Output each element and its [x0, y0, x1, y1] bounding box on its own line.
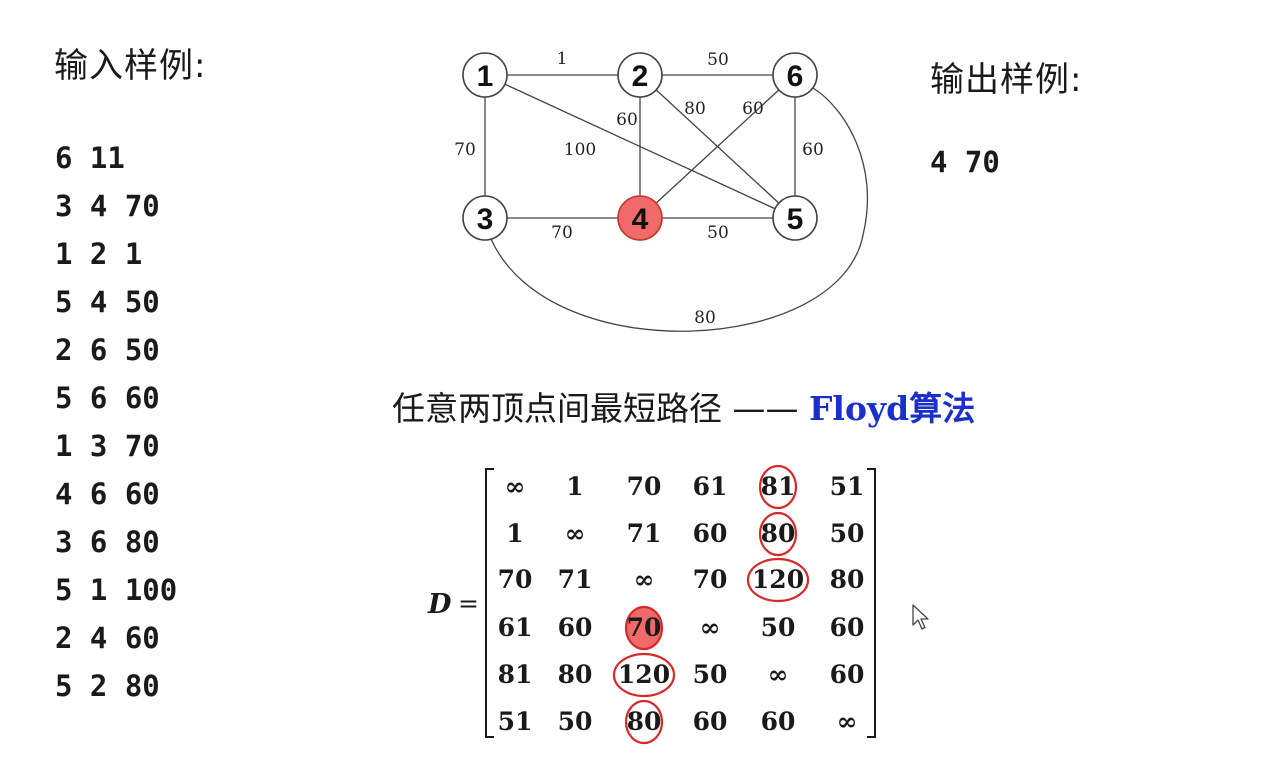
matrix-cell: ∞	[634, 565, 655, 594]
graph-node-6: 6	[772, 52, 818, 98]
graph-node-label: 4	[632, 203, 649, 236]
matrix-cell: ∞	[837, 707, 858, 736]
graph-edge-weight: 1	[557, 49, 568, 69]
matrix-cell: 60	[693, 519, 728, 548]
matrix-cell: 71	[627, 519, 662, 548]
matrix-cell: 60	[761, 707, 796, 736]
matrix-cell: 1	[566, 472, 583, 501]
graph-edge-weight: 60	[742, 99, 764, 119]
graph-edge-weight: 60	[616, 110, 638, 130]
floyd-algorithm-label: Floyd算法	[808, 389, 976, 428]
matrix-cell: 60	[558, 613, 593, 642]
matrix-cell: 71	[558, 565, 593, 594]
matrix-cell: 50	[830, 519, 865, 548]
graph-edge-weight: 50	[707, 50, 729, 70]
matrix-cell: ∞	[768, 660, 789, 689]
input-line: 2 6 50	[55, 333, 160, 367]
graph-node-circle	[462, 52, 508, 98]
matrix-cell: 60	[830, 613, 865, 642]
graph-node-label: 1	[477, 60, 494, 93]
matrix-cell: 120	[618, 660, 670, 689]
graph-edge	[639, 74, 796, 219]
graph-node-2: 2	[617, 52, 663, 98]
matrix-cell: 70	[627, 472, 662, 501]
matrix-cell: ∞	[505, 472, 526, 501]
matrix-cell: 81	[498, 660, 533, 689]
matrix-highlight-fill	[624, 605, 664, 651]
graph-node-label: 2	[632, 60, 649, 93]
matrix-right-bracket	[867, 468, 876, 738]
matrix-equals-sign: =	[458, 589, 479, 618]
matrix-cell: 120	[752, 565, 804, 594]
matrix-highlight-circle	[612, 652, 676, 698]
distance-matrix: D = ∞ 1 70 61 81 51 1 ∞ 71 60 80 50 70 71 ∞ 70 120 80 61 60…	[427, 464, 876, 745]
graph-node-4: 4	[617, 195, 663, 241]
matrix-cell: 80	[627, 707, 662, 736]
subtitle-text: 任意两顶点间最短路径 ——	[392, 389, 809, 428]
matrix-cell: 61	[498, 613, 533, 642]
matrix-highlight-circle	[758, 464, 798, 510]
matrix-highlight-circle	[746, 557, 810, 603]
graph-node-circle	[772, 195, 818, 241]
input-line: 5 6 60	[55, 381, 160, 415]
matrix-cell: 60	[830, 660, 865, 689]
matrix-cell: ∞	[700, 613, 721, 642]
floyd-subtitle: 任意两顶点间最短路径 —— Floyd算法	[392, 382, 975, 430]
matrix-cell: 51	[830, 472, 865, 501]
matrix-cell: 81	[761, 472, 796, 501]
graph-edge-weight: 60	[802, 140, 824, 160]
input-line: 4 6 60	[55, 477, 160, 511]
graph-node-label: 5	[787, 203, 804, 236]
matrix-name: D	[427, 589, 452, 620]
matrix-highlight-circle	[758, 511, 798, 557]
matrix-cell: 70	[693, 565, 728, 594]
graph-diagram: 1 50 70 100 60 80 60 60 70 50 80 1 2 6 3 4 5	[454, 49, 868, 332]
graph-edge	[490, 87, 868, 332]
graph-node-circle	[617, 195, 663, 241]
graph-node-circle	[772, 52, 818, 98]
graph-edge-weight: 80	[694, 308, 716, 328]
matrix-left-bracket	[485, 468, 494, 738]
input-line: 2 4 60	[55, 621, 160, 655]
matrix-cell: 50	[761, 613, 796, 642]
mouse-cursor-icon	[912, 604, 929, 630]
matrix-cell: 50	[558, 707, 593, 736]
input-line: 1 3 70	[55, 429, 160, 463]
graph-edge-weight: 80	[684, 99, 706, 119]
matrix-cell: 80	[558, 660, 593, 689]
input-sample-lines: 6 11 3 4 70 1 2 1 5 4 50 2 6 50 5 6 60 1 3 70 4…	[55, 134, 177, 710]
matrix-cell: 50	[693, 660, 728, 689]
input-line: 5 1 100	[55, 573, 178, 607]
output-sample-title: 输出样例:	[930, 60, 1083, 100]
input-line: 5 2 80	[55, 669, 160, 703]
graph-node-label: 3	[477, 203, 494, 236]
graph-node-circle	[462, 195, 508, 241]
graph-edge-weight: 100	[564, 140, 596, 160]
graph-node-5: 5	[772, 195, 818, 241]
input-line: 3 4 70	[55, 189, 160, 223]
output-sample-value: 4 70	[930, 145, 1000, 179]
input-line: 5 4 50	[55, 285, 160, 319]
matrix-cell: 80	[761, 519, 796, 548]
matrix-cell: ∞	[565, 519, 586, 548]
graph-edge-weight: 50	[707, 223, 729, 243]
input-line: 6 11	[55, 141, 125, 175]
matrix-cell: 1	[506, 519, 523, 548]
matrix-cell: 51	[498, 707, 533, 736]
matrix-cell: 60	[693, 707, 728, 736]
input-line: 3 6 80	[55, 525, 160, 559]
graph-node-3: 3	[462, 195, 508, 241]
graph-edge-weight: 70	[454, 140, 476, 160]
input-line: 1 2 1	[55, 237, 143, 271]
matrix-highlight-circle	[624, 699, 664, 745]
graph-node-label: 6	[787, 60, 804, 93]
input-sample-title: 输入样例:	[54, 46, 207, 86]
graph-node-1: 1	[462, 52, 508, 98]
matrix-cell: 70	[498, 565, 533, 594]
matrix-cell: 61	[693, 472, 728, 501]
graph-node-circle	[617, 52, 663, 98]
graph-edge-weight: 70	[551, 223, 573, 243]
matrix-cell: 70	[627, 613, 662, 642]
matrix-cell: 80	[830, 565, 865, 594]
